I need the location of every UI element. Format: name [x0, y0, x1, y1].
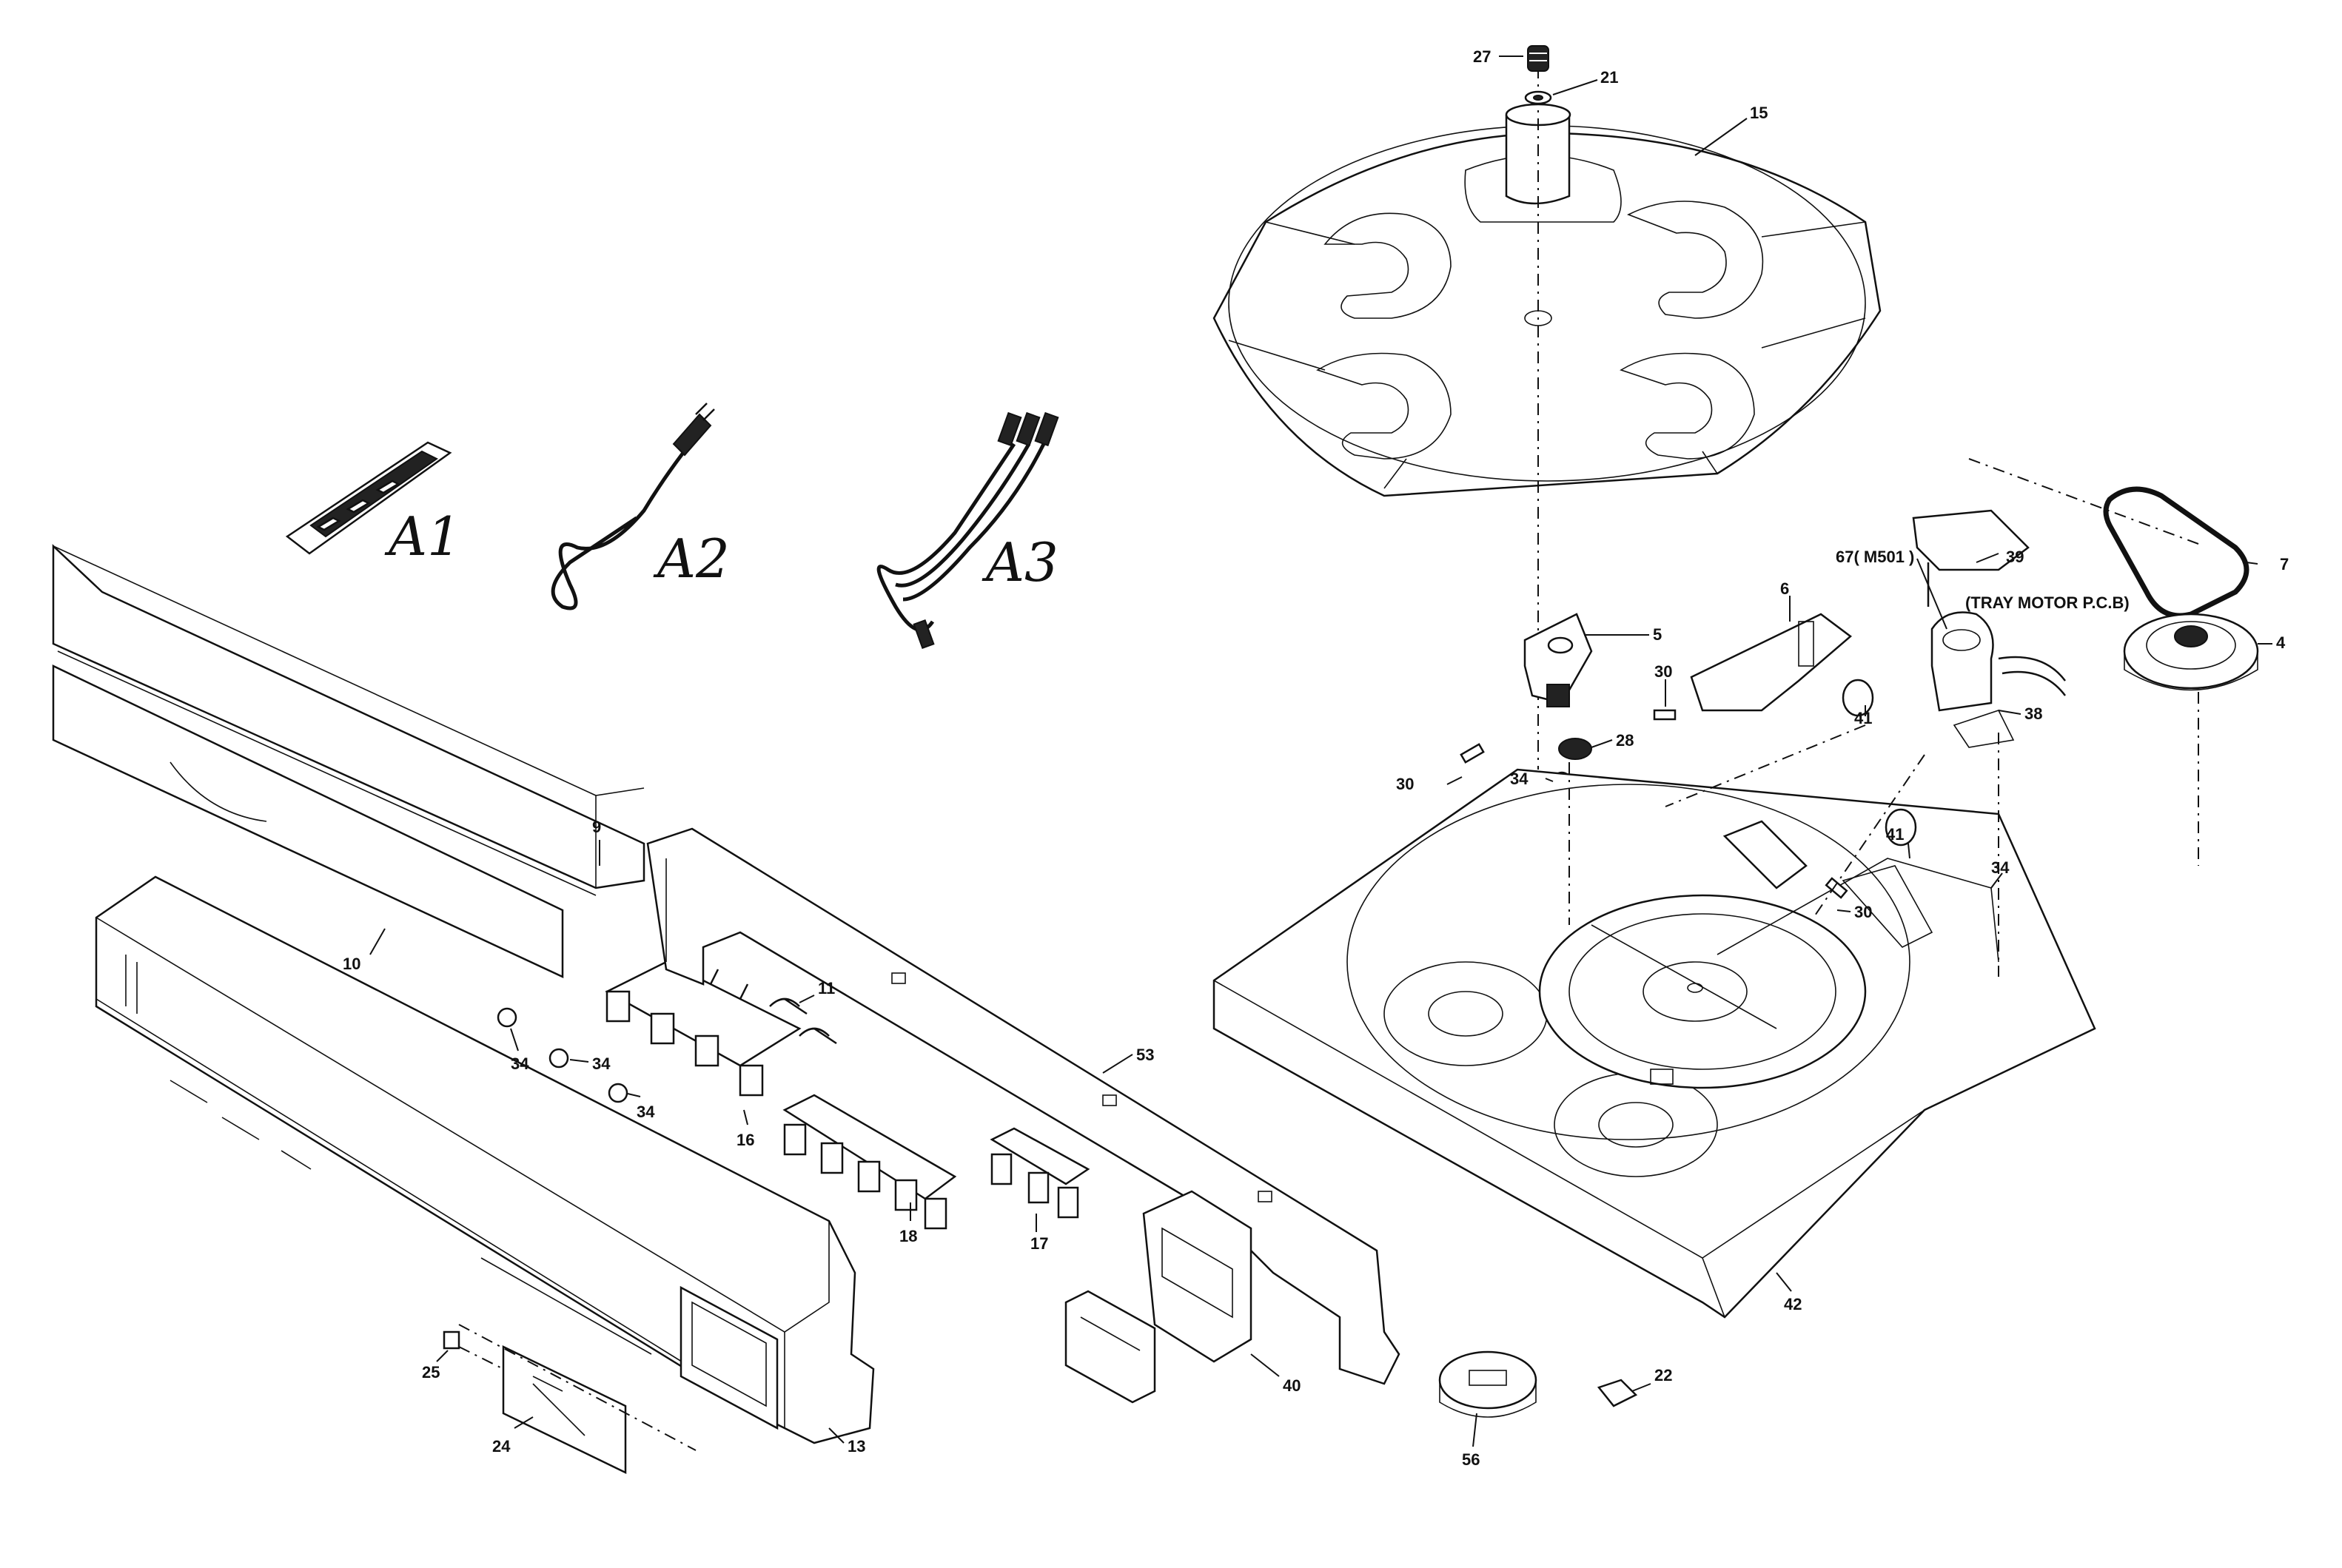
part-label: 17 — [1030, 1234, 1048, 1253]
part-label: 27 — [1473, 47, 1491, 66]
display-module — [1064, 1190, 1252, 1404]
button-knob — [497, 1007, 517, 1028]
bracket-part-6 — [1690, 613, 1852, 712]
accessory-label-a3: A3 — [982, 531, 1058, 593]
part-label: 24 — [492, 1437, 511, 1456]
part-label: 42 — [1784, 1295, 1802, 1313]
part-label: 56 — [1462, 1450, 1480, 1469]
button-assembly-17 — [990, 1127, 1090, 1219]
small-lens-part — [443, 1330, 460, 1350]
part-label: 21 — [1600, 68, 1618, 87]
part-label: 4 — [2276, 633, 2286, 652]
part-label: 41 — [1854, 709, 1872, 727]
drive-belt — [2103, 486, 2249, 619]
remote-control — [285, 441, 452, 555]
small-part-30b — [1460, 743, 1485, 764]
part-label: 40 — [1283, 1376, 1301, 1395]
part-label: 30 — [1396, 775, 1414, 793]
accessory-label-a1: A1 — [384, 505, 461, 568]
spring-parts-11 — [769, 997, 837, 1045]
part-label: 67( M501 ) — [1836, 548, 1914, 566]
gear-28 — [1558, 738, 1592, 760]
part-label: 34 — [511, 1054, 529, 1073]
part-label: 5 — [1653, 625, 1662, 644]
pulley-part — [2123, 613, 2259, 691]
part-label: 15 — [1750, 104, 1768, 122]
part-label: 34 — [1510, 770, 1529, 788]
part-label: 16 — [737, 1131, 754, 1149]
part-label: 22 — [1654, 1366, 1672, 1384]
small-part-30a — [1653, 709, 1677, 721]
disc-clamp — [1438, 1350, 1537, 1418]
part-label: 13 — [848, 1437, 865, 1456]
part-label: 6 — [1780, 579, 1789, 598]
part-label: 34 — [637, 1103, 655, 1121]
part-label: 9 — [592, 818, 601, 836]
button-assembly-16 — [605, 960, 802, 1097]
av-cable — [876, 411, 1059, 649]
front-bezel — [95, 875, 875, 1444]
part-label: 41 — [1886, 825, 1904, 844]
gear-part-5 — [1523, 613, 1593, 707]
front-window-panel — [52, 544, 645, 978]
part-label: 7 — [2280, 555, 2289, 573]
power-cord — [551, 403, 715, 610]
part-label: (TRAY MOTOR P.C.B) — [1965, 593, 2130, 612]
leader-lines — [369, 55, 2272, 1447]
part-label: 10 — [343, 955, 360, 973]
display-filter — [502, 1345, 627, 1474]
small-part-30c — [1825, 877, 1848, 899]
accessory-label-a2: A2 — [653, 528, 730, 590]
part-label: 30 — [1854, 903, 1872, 921]
part-label: 39 — [2006, 548, 2024, 566]
part-label: 18 — [899, 1227, 917, 1245]
roller-41b — [1885, 808, 1917, 847]
spring-part — [1527, 45, 1549, 72]
motor-assembly — [1912, 509, 2066, 748]
part-label: 38 — [2024, 704, 2042, 723]
carousel-tray — [1212, 103, 1882, 497]
part-label: 30 — [1654, 662, 1672, 681]
part-label: 34 — [1991, 858, 2010, 877]
button-assembly-18 — [782, 1094, 957, 1230]
part-label: 53 — [1136, 1046, 1154, 1064]
button-knob — [608, 1083, 628, 1103]
small-block-22 — [1597, 1379, 1638, 1407]
frame-bracket — [646, 827, 1400, 1385]
part-label: 34 — [592, 1054, 611, 1073]
button-knob — [548, 1048, 569, 1069]
part-label: 28 — [1616, 731, 1634, 750]
part-label: 11 — [818, 979, 835, 997]
part-labels: 27 21 15 67( M501 ) 39 7 (TRAY MOTOR P.C… — [343, 47, 2289, 1469]
mechanism-chassis — [1212, 768, 2096, 1319]
part-label: 25 — [422, 1363, 440, 1382]
